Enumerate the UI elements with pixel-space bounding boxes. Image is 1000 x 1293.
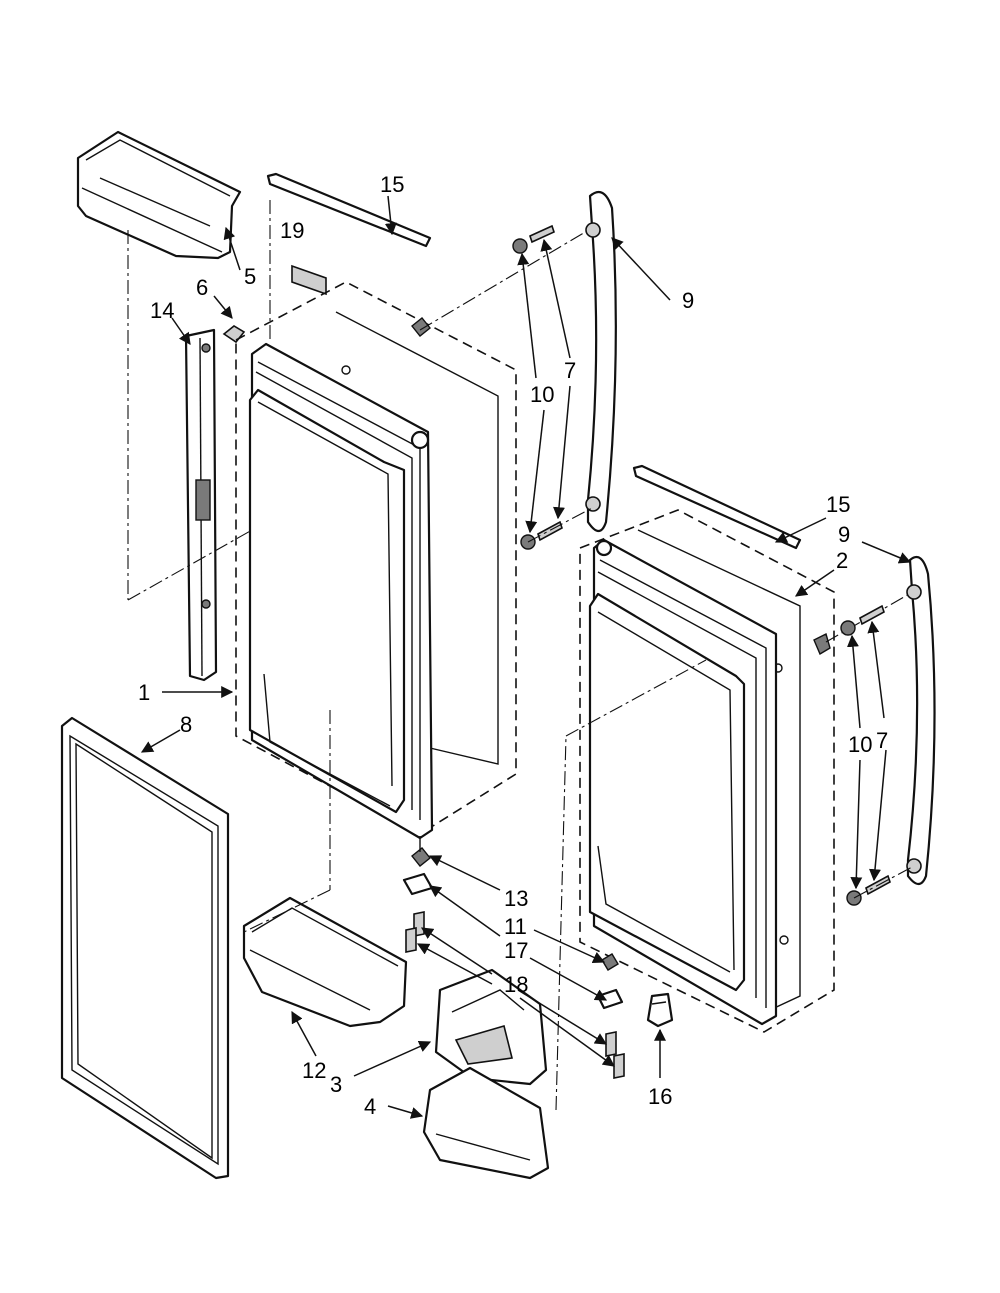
callout-12: 12 <box>302 1058 326 1083</box>
bottom-cover <box>422 735 567 1180</box>
callout-15-lower: 15 <box>826 492 850 517</box>
door-trim-lower <box>632 464 802 550</box>
callout-1: 1 <box>138 680 150 705</box>
callout-leaders <box>140 195 912 1119</box>
right-door-assembly-outline <box>579 509 835 1033</box>
callout-16: 16 <box>648 1084 672 1109</box>
lower-hinge-hardware-right <box>596 953 625 1079</box>
callout-6: 6 <box>196 275 208 300</box>
callout-18: 18 <box>504 972 528 997</box>
left-door <box>248 342 434 890</box>
hinge-cover <box>434 968 548 1086</box>
handle-fasteners-upper <box>512 224 593 550</box>
door-bin-upper <box>76 130 242 600</box>
callout-10-lower: 10 <box>848 732 872 757</box>
callout-7-lower: 7 <box>876 728 888 753</box>
left-door-assembly-outline <box>235 281 517 835</box>
label-plate <box>291 264 327 296</box>
callout-4: 4 <box>364 1094 376 1119</box>
callout-14: 14 <box>150 298 174 323</box>
hinge-channel <box>127 328 331 682</box>
door-trim-upper <box>266 172 432 340</box>
callout-9-lower: 9 <box>838 522 850 547</box>
callout-5: 5 <box>244 264 256 289</box>
callout-11: 11 <box>504 914 527 939</box>
callout-labels: 15 19 5 6 14 9 7 10 1 8 15 9 2 7 10 13 1… <box>138 172 888 1119</box>
door-handle-upper <box>585 190 617 533</box>
right-door <box>565 538 778 1026</box>
door-gasket <box>60 716 230 1180</box>
callout-7-upper: 7 <box>564 358 576 383</box>
callout-8: 8 <box>180 712 192 737</box>
hinge-screw <box>222 325 246 344</box>
left-door-liner <box>335 311 499 765</box>
callout-2: 2 <box>836 548 848 573</box>
upper-hinge-bushing <box>411 227 593 337</box>
leveling-foot <box>646 992 674 1028</box>
callout-9-upper: 9 <box>682 288 694 313</box>
callout-15-upper: 15 <box>380 172 404 197</box>
lower-hinge-hardware-left <box>402 836 434 953</box>
door-handle-lower <box>906 556 936 886</box>
callout-10-upper: 10 <box>530 382 554 407</box>
door-bin-lower <box>242 889 408 1028</box>
callout-3: 3 <box>330 1072 342 1097</box>
callout-13: 13 <box>504 886 528 911</box>
callout-19: 19 <box>280 218 304 243</box>
callout-17: 17 <box>504 938 528 963</box>
